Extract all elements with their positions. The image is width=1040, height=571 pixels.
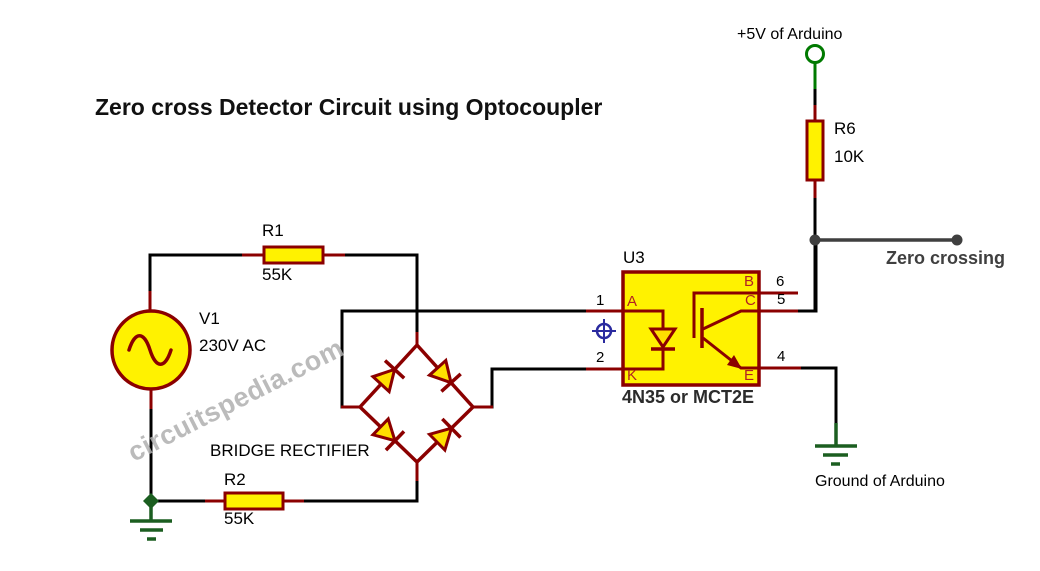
r6-value: 10K	[834, 147, 865, 166]
junction-dot	[809, 234, 821, 246]
r1-ref: R1	[262, 221, 284, 240]
zero-crossing-label: Zero crossing	[886, 248, 1006, 268]
u3-pin-emitter: E	[744, 367, 755, 384]
u3-pin-cathode: K	[627, 367, 638, 384]
v1-ac-source	[110, 309, 192, 391]
u3-part-note: 4N35 or MCT2E	[622, 387, 755, 407]
bridge-diode-lower-left	[370, 416, 406, 452]
u3-pin-number-4: 4	[777, 348, 786, 365]
r2-value: 55K	[224, 509, 255, 528]
sine-wave-icon	[127, 334, 173, 366]
output-end-dot	[951, 234, 963, 246]
bridge-diode-upper-right	[426, 357, 462, 393]
crosshair-icon	[592, 319, 616, 343]
u3-pin-anode: A	[627, 293, 638, 310]
wires-black	[148, 87, 838, 503]
vcc-terminal	[805, 44, 825, 89]
terminal-circle-icon	[805, 44, 825, 64]
u3-pin-base: B	[744, 273, 755, 290]
ground-symbol-left	[130, 493, 172, 541]
v1-ref: V1	[199, 309, 220, 328]
u3-pin-collector: C	[745, 292, 756, 309]
u3-pin-number-5: 5	[777, 291, 786, 308]
r6-ref: R6	[834, 119, 856, 138]
u3-pin-number-6: 6	[776, 273, 785, 290]
component-leads	[148, 105, 817, 503]
bridge-rectifier-label: BRIDGE RECTIFIER	[210, 441, 370, 460]
u3-led-symbol	[624, 309, 678, 371]
page-title: Zero cross Detector Circuit using Optoco…	[95, 94, 603, 120]
bridge-diode-upper-left	[370, 359, 406, 395]
u3-ref: U3	[623, 248, 645, 267]
ground-symbol-arduino	[815, 423, 857, 466]
u3-optocoupler	[621, 270, 761, 387]
r2-ref: R2	[224, 470, 246, 489]
junction-diamond	[143, 493, 159, 509]
vcc-label: +5V of Arduino	[737, 26, 843, 43]
r1-resistor-body	[262, 245, 325, 265]
u3-pin-number-2: 2	[596, 349, 605, 366]
zero-crossing-line	[809, 234, 963, 246]
emitter-arrow-icon	[727, 355, 742, 369]
r1-value: 55K	[262, 265, 293, 284]
ground-arduino-label: Ground of Arduino	[815, 473, 945, 490]
u3-pin-number-1: 1	[596, 292, 605, 309]
v1-value: 230V AC	[199, 336, 267, 355]
bridge-diode-lower-right	[426, 417, 462, 453]
bridge-rectifier	[358, 343, 475, 464]
r6-resistor-body	[805, 119, 825, 182]
u3-phototransistor-symbol	[692, 291, 758, 370]
r2-resistor-body	[223, 491, 285, 511]
